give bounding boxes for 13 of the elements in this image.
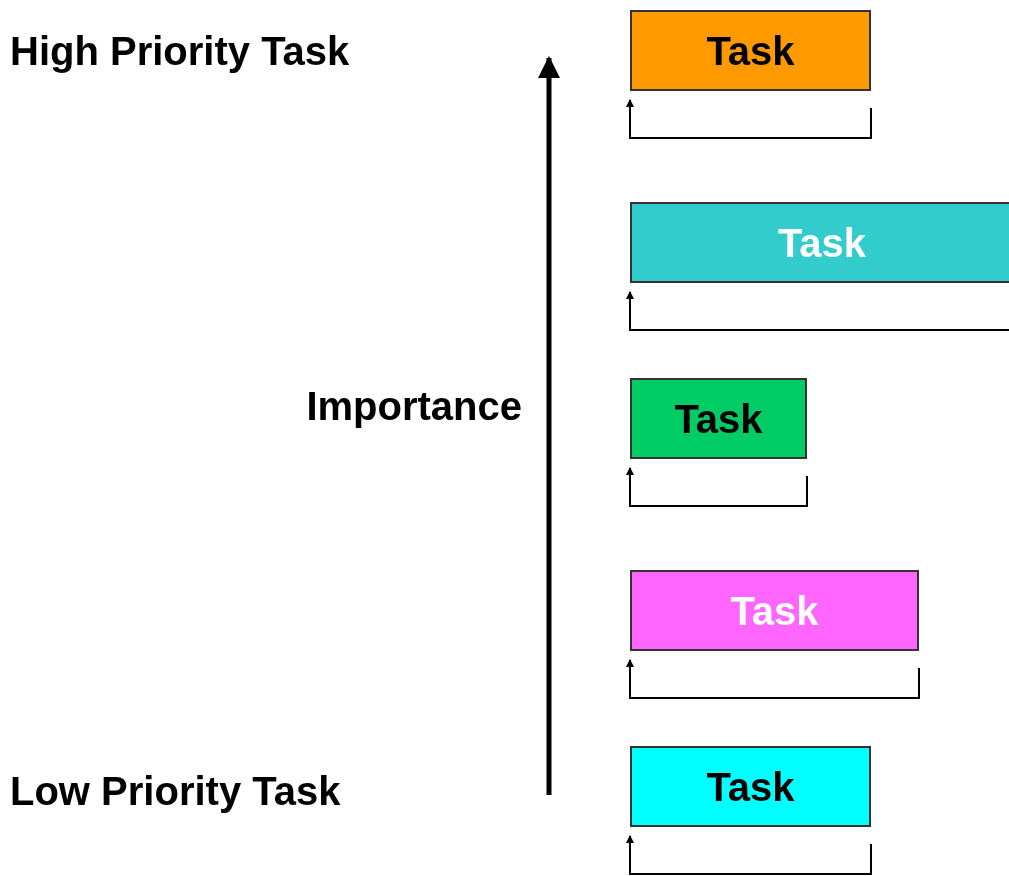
- task-box: [630, 746, 871, 827]
- task-box: [630, 570, 919, 651]
- task-label: Task: [674, 398, 763, 439]
- task-box: [630, 202, 1009, 283]
- task-box: [630, 10, 871, 91]
- task-box: [630, 378, 807, 459]
- task-label: Task: [730, 590, 819, 631]
- priority-label: Low Priority Task: [10, 768, 341, 815]
- task-label: Task: [777, 222, 867, 263]
- task-label: Task: [706, 766, 795, 807]
- priority-label: Importance: [305, 383, 522, 430]
- task-label: Task: [706, 30, 795, 71]
- priority-label: High Priority Task: [10, 28, 350, 75]
